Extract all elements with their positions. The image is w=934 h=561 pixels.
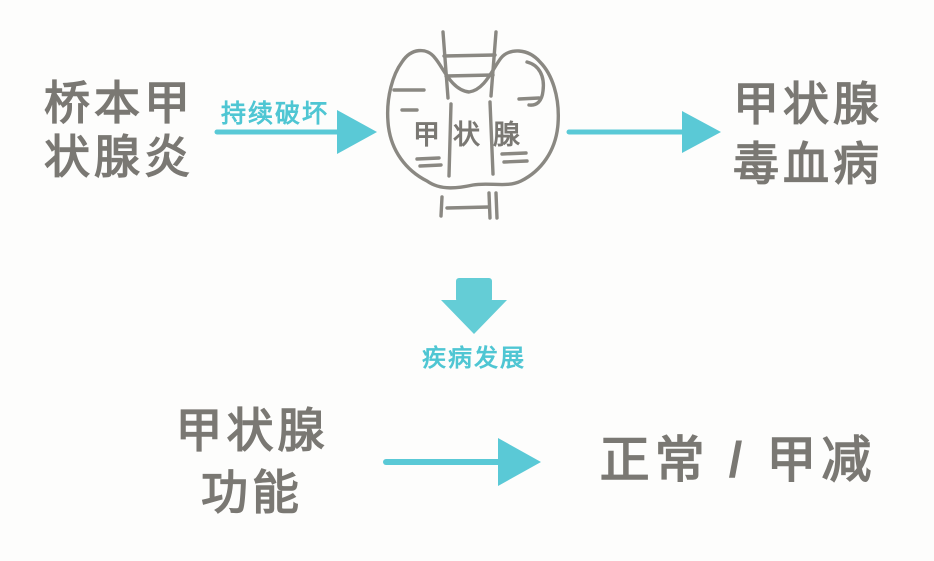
- hashimoto-line2: 状腺炎: [44, 131, 194, 183]
- down-arrow-stem: [456, 278, 492, 302]
- thyroid-function-line1: 甲状腺: [175, 404, 329, 457]
- texture-hook: [525, 60, 546, 107]
- down-arrow-shape: [441, 278, 507, 334]
- arrow-right-icon: [383, 438, 541, 486]
- interior-line-right: [488, 100, 495, 176]
- thyroid-outline: [385, 48, 561, 190]
- arrow-head: [498, 438, 541, 486]
- arrow-right-icon: [566, 111, 721, 153]
- texture-dash: [500, 151, 528, 156]
- thyroid-sketch-lines: [385, 30, 561, 220]
- destruction-arrow-label: 持续破坏: [220, 100, 329, 128]
- thyroid-label: 甲状腺: [413, 120, 533, 150]
- thyroid-illustration: 甲状腺: [385, 30, 561, 220]
- trachea-right-line: [489, 30, 498, 98]
- arrow-head: [337, 110, 377, 154]
- texture-dash: [415, 156, 441, 161]
- texture-dash: [517, 96, 541, 101]
- trachea-bottom-right-2: [494, 191, 499, 220]
- down-arrow-head: [441, 300, 507, 334]
- thyrotoxicosis-line2: 毒血病: [733, 138, 883, 190]
- arrow-head: [682, 111, 721, 153]
- outcome-node: 正常 / 甲减: [599, 432, 877, 488]
- trachea-left-line: [441, 30, 450, 100]
- thyrotoxicosis-node: 甲状腺 毒血病: [726, 74, 890, 194]
- trachea-bottom-right-1: [487, 191, 492, 220]
- trachea-rung-2: [444, 73, 495, 78]
- thyroid-function-node: 甲状腺 功能: [168, 400, 336, 524]
- hashimoto-thyroiditis-node: 桥本甲 状腺炎: [34, 76, 204, 184]
- interior-line-left: [447, 102, 453, 178]
- progression-arrow-label: 疾病发展: [422, 345, 526, 372]
- arrow-down-icon: [441, 278, 507, 334]
- trachea-bottom-left: [439, 195, 444, 218]
- thyroid-function-line2: 功能: [201, 466, 303, 519]
- arrow-right-icon: [214, 110, 377, 154]
- trachea-bottom-rung: [445, 205, 491, 210]
- trachea-rung-1: [442, 53, 497, 58]
- thyrotoxicosis-line1: 甲状腺: [733, 78, 883, 130]
- hashimoto-line1: 桥本甲: [44, 77, 194, 129]
- texture-dash: [418, 163, 443, 168]
- texture-dash: [502, 159, 529, 164]
